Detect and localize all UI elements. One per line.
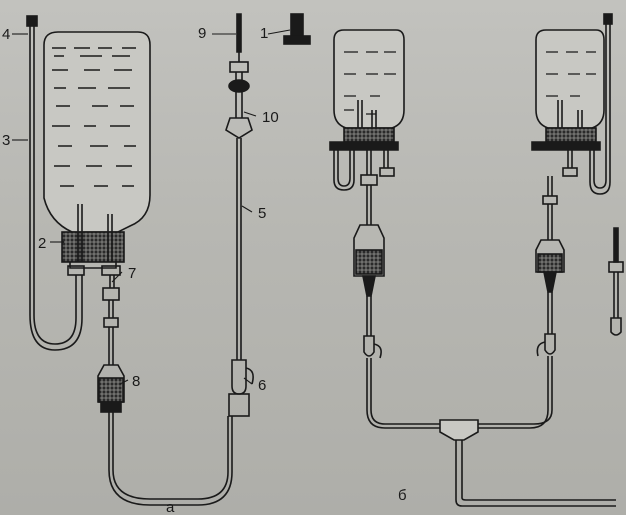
panel-b-caption: б [398, 487, 407, 504]
air-needle [26, 15, 38, 27]
callout-4: 4 [2, 26, 10, 43]
panel-a [12, 13, 311, 506]
callout-labels: 4 3 2 7 8 9 1 10 5 6 [2, 25, 279, 394]
panel-b [329, 13, 624, 507]
air-tube [26, 15, 83, 351]
y-connector [439, 419, 616, 507]
line-right [478, 176, 565, 429]
drip-line [97, 287, 233, 506]
bottle-right [531, 13, 613, 195]
callout-leaders [12, 29, 291, 385]
bottle-connectors [67, 265, 121, 288]
clamp-6 [231, 359, 247, 395]
part-1 [283, 13, 311, 45]
line-left [353, 150, 440, 429]
fluid-level-marks [52, 47, 136, 187]
connector-9 [229, 61, 249, 73]
callout-5: 5 [258, 205, 266, 222]
drip-chamber-left [355, 249, 383, 275]
drip-chamber [97, 364, 125, 403]
blood-bottle [43, 31, 151, 269]
callout-2: 2 [38, 235, 46, 252]
callout-7: 7 [128, 265, 136, 282]
bottle-left [329, 29, 405, 191]
callout-8: 8 [132, 373, 140, 390]
callout-1: 1 [260, 25, 268, 42]
connector-7 [102, 287, 120, 301]
clamp-10 [228, 79, 250, 93]
tube-5 [236, 138, 242, 360]
callout-6: 6 [258, 377, 266, 394]
callout-10: 10 [262, 109, 279, 126]
valve-10 [225, 117, 253, 139]
callout-9: 9 [198, 25, 206, 42]
callout-3: 3 [2, 132, 10, 149]
needle-9 [236, 13, 242, 53]
spare-needle [608, 227, 624, 336]
drip-chamber-right [537, 253, 563, 273]
needle-line [225, 13, 254, 417]
drip-filter [98, 377, 124, 403]
panel-a-caption: а [166, 499, 175, 515]
bottle-stopper [61, 231, 125, 263]
connector-6 [228, 393, 250, 417]
